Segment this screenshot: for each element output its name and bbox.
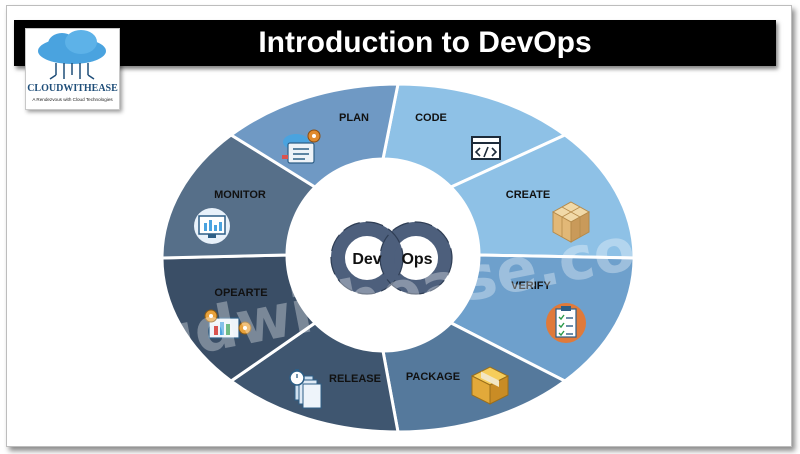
- plan-gear-icon: [282, 129, 321, 164]
- phase-label-opearte: OPEARTE: [214, 287, 267, 299]
- devops-infinity-icon: [330, 221, 453, 295]
- hub-dev-label: Dev: [352, 251, 381, 268]
- page-title: Introduction to DevOps: [258, 26, 592, 59]
- release-stopwatch-icon: [289, 369, 322, 409]
- devops-hub: Dev Ops: [287, 159, 479, 351]
- cloudwithease-logo: CLOUDWITHEASE A Rendezvous with Cloud Te…: [25, 28, 120, 110]
- cloud-circuit-icon: [38, 30, 106, 80]
- phase-label-release: RELEASE: [329, 373, 381, 385]
- cube-icon: [551, 201, 591, 243]
- logo-tagline: A Rendezvous with Cloud Technologies: [32, 97, 113, 102]
- phase-labels: PLAN CODE CREATE VERIFY PACKAGE RELEASE …: [214, 112, 551, 385]
- phase-icons: [194, 129, 591, 409]
- clipboard-checklist-icon: [546, 303, 586, 343]
- phase-label-monitor: MONITOR: [214, 189, 266, 201]
- phase-label-verify: VERIFY: [511, 280, 551, 292]
- phase-label-package: PACKAGE: [406, 371, 460, 383]
- phase-label-create: CREATE: [506, 189, 550, 201]
- logo-name: CLOUDWITHEASE: [27, 83, 118, 94]
- monitor-icon: [194, 208, 230, 244]
- title-bar: Introduction to DevOps: [14, 20, 776, 66]
- phase-label-plan: PLAN: [339, 112, 369, 124]
- hub-ops-label: Ops: [401, 251, 432, 268]
- operate-gear-icon: [204, 309, 252, 339]
- phase-label-code: CODE: [415, 112, 447, 124]
- code-window-icon: [471, 136, 501, 160]
- package-box-icon: [470, 366, 510, 405]
